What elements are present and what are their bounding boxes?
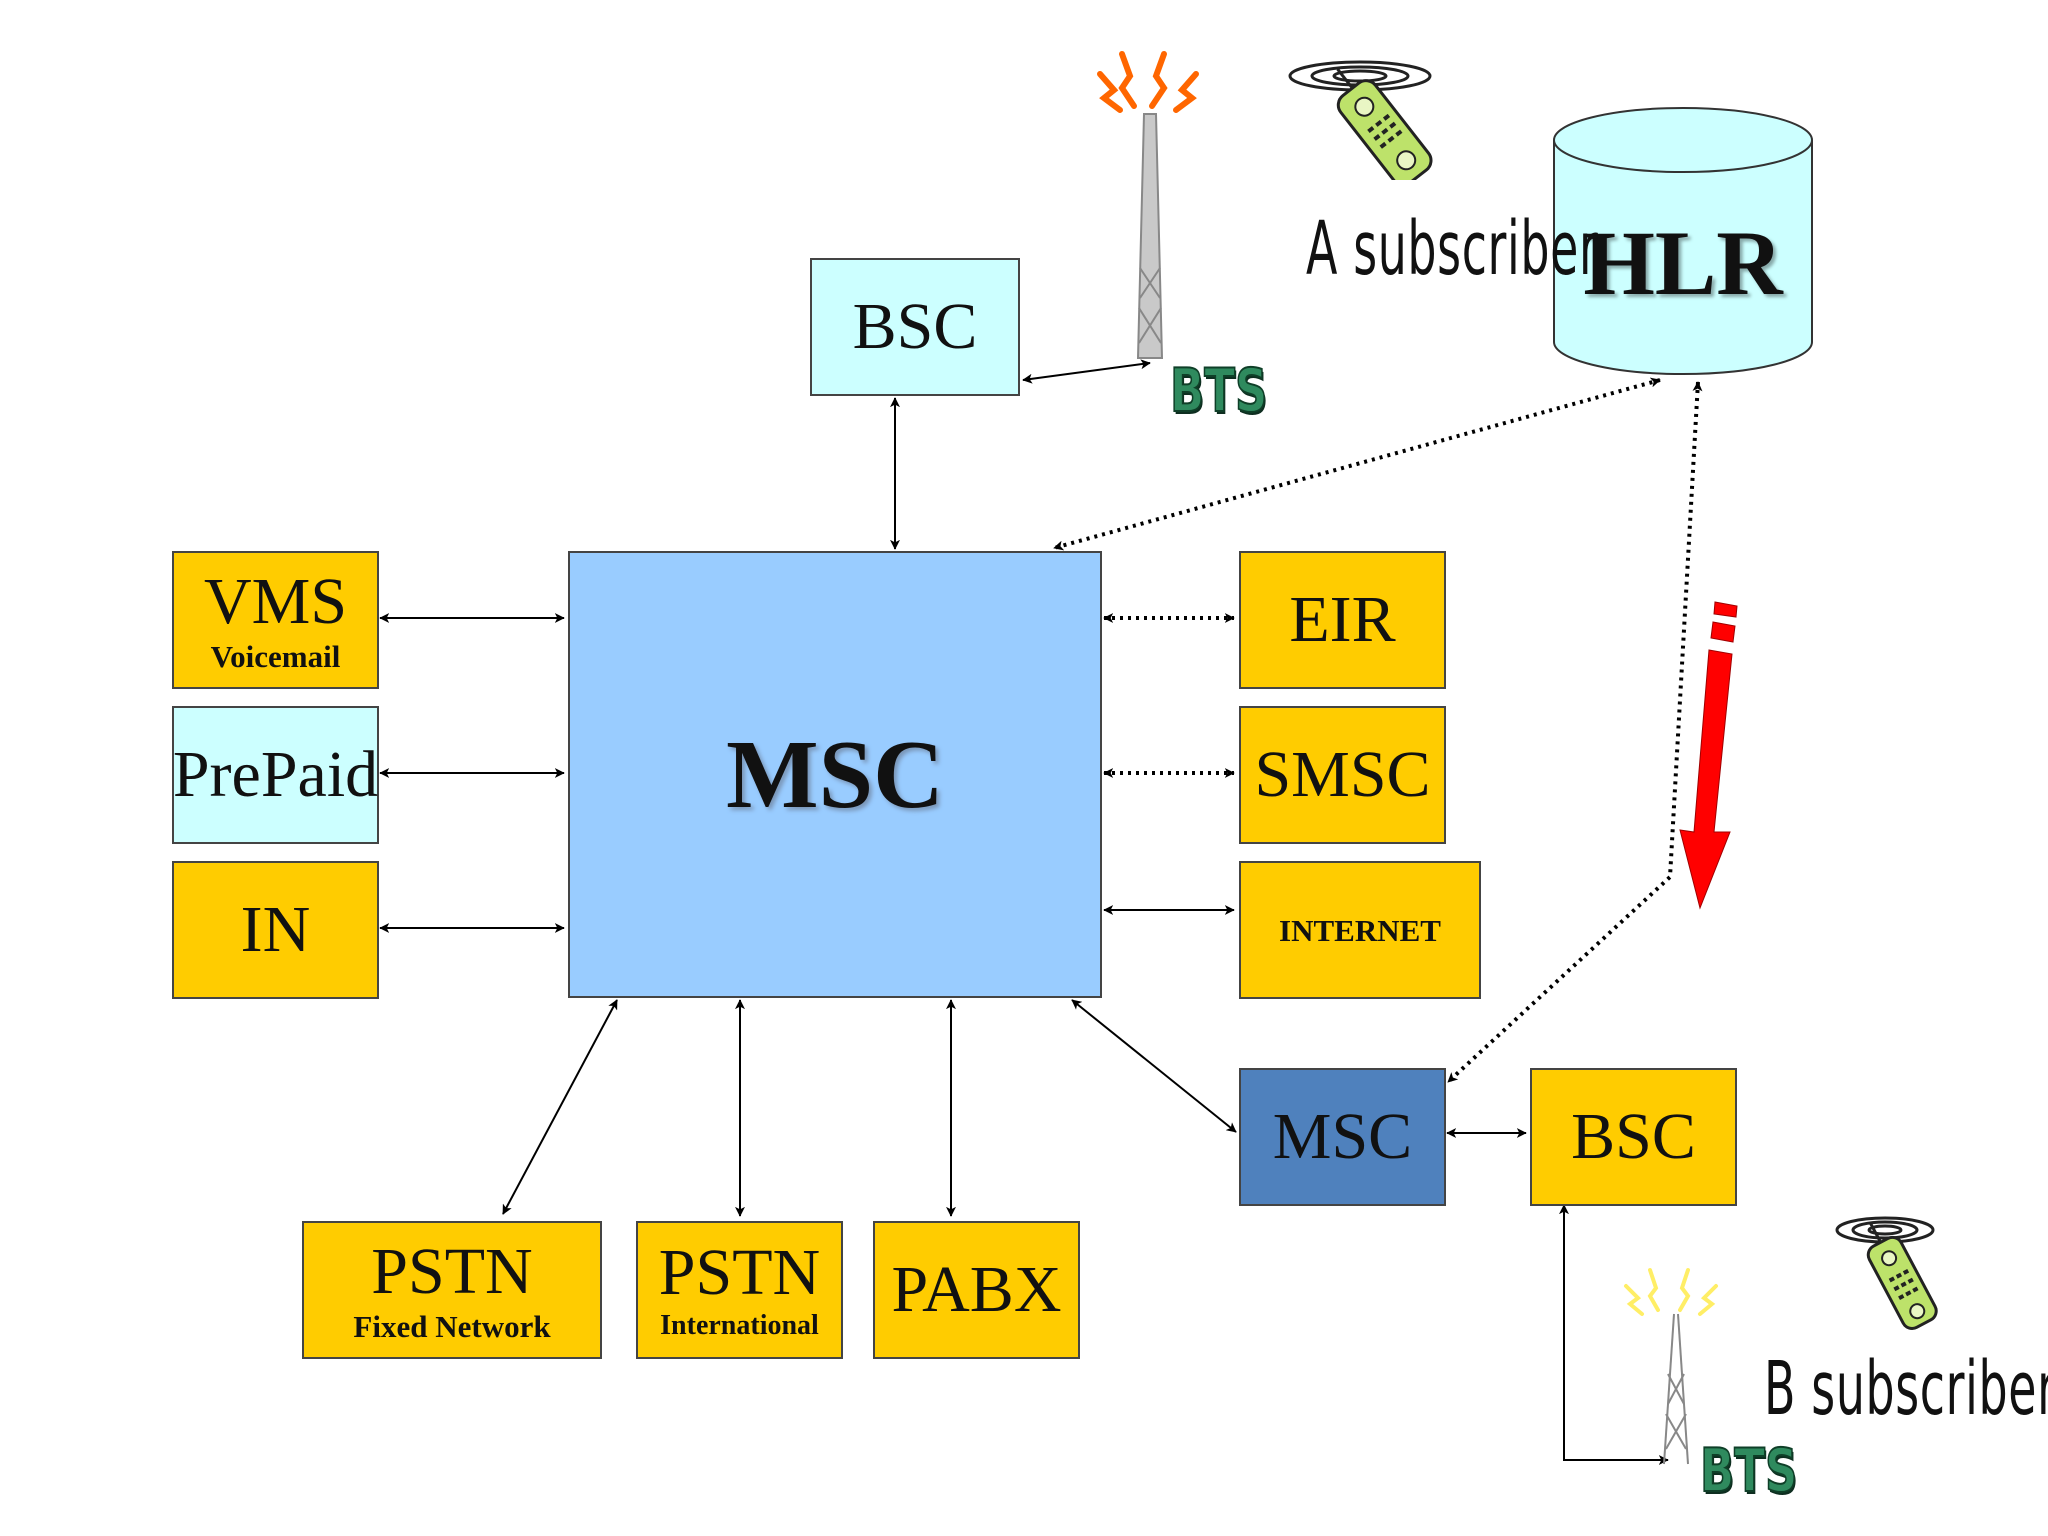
link-hlr-msc-remote — [1446, 381, 1703, 1084]
eir-label: EIR — [1289, 583, 1396, 656]
bsc-remote-label: BSC — [1571, 1100, 1696, 1173]
hlr-label: HLR — [1583, 212, 1783, 314]
bts-top-label: BTS — [1169, 355, 1268, 427]
pstn-intl-node[interactable]: PSTN International — [636, 1221, 843, 1359]
vms-sub-label: Voicemail — [210, 638, 341, 674]
pstn-intl-label: PSTN — [658, 1236, 821, 1309]
pabx-node[interactable]: PABX — [873, 1221, 1080, 1359]
msc-main-label: MSC — [726, 720, 944, 829]
b-subscriber-label: B subscriber — [1764, 1346, 2048, 1432]
internet-label: INTERNET — [1279, 912, 1441, 948]
bsc-top-node[interactable]: BSC — [810, 258, 1020, 396]
in-node[interactable]: IN — [172, 861, 379, 999]
a-subscriber-label: A subscriber — [1306, 206, 1599, 292]
vms-label: VMS — [203, 564, 348, 638]
prepaid-node[interactable]: PrePaid — [172, 706, 379, 844]
radio-tower-icon — [1624, 1268, 1718, 1465]
pstn-fixed-label: PSTN — [371, 1234, 533, 1308]
vms-node[interactable]: VMS Voicemail — [172, 551, 379, 689]
database-cylinder-icon — [1553, 107, 1813, 375]
bts-bottom-label: BTS — [1699, 1435, 1798, 1507]
link-bsc-bts-bottom — [1559, 1204, 1669, 1465]
mobile-phone-icon — [1288, 60, 1433, 180]
pstn-fixed-node[interactable]: PSTN Fixed Network — [302, 1221, 602, 1359]
in-label: IN — [240, 893, 311, 966]
pabx-label: PABX — [891, 1253, 1062, 1326]
link-bsc-bts-top — [1022, 359, 1151, 384]
eir-node[interactable]: EIR — [1239, 551, 1446, 689]
msc-remote-node[interactable]: MSC — [1239, 1068, 1446, 1206]
smsc-label: SMSC — [1254, 738, 1431, 811]
msc-main-node[interactable]: MSC — [568, 551, 1102, 998]
radio-tower-icon — [1097, 51, 1199, 359]
bsc-top-label: BSC — [852, 290, 978, 363]
link-msc-pstn-fixed — [502, 999, 618, 1215]
mobile-phone-icon — [1835, 1216, 1938, 1330]
prepaid-label: PrePaid — [172, 738, 379, 811]
msc-remote-label: MSC — [1272, 1100, 1413, 1173]
link-msc-msc-remote — [1071, 999, 1237, 1133]
bsc-remote-node[interactable]: BSC — [1530, 1068, 1737, 1206]
pstn-fixed-sub-label: Fixed Network — [353, 1308, 551, 1344]
smsc-node[interactable]: SMSC — [1239, 706, 1446, 844]
internet-node[interactable]: INTERNET — [1239, 861, 1481, 999]
pstn-intl-sub-label: International — [660, 1310, 819, 1341]
